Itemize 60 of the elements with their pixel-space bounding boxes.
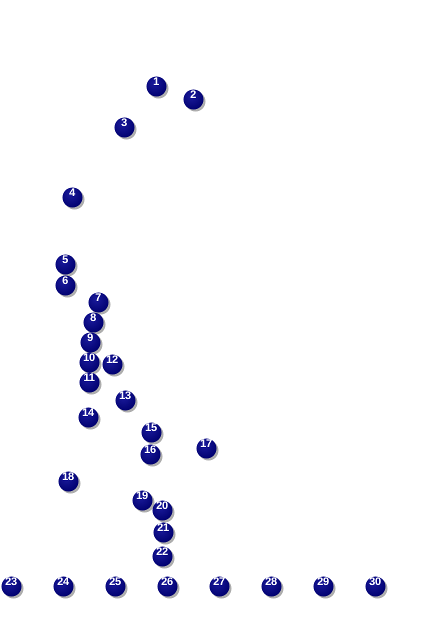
circle-number: 13 (119, 390, 131, 402)
circle-number: 7 (95, 292, 101, 304)
numbered-circle (140, 422, 164, 444)
numbered-circle (152, 546, 174, 568)
numbered-circle (114, 390, 138, 412)
circle-number: 20 (156, 500, 168, 512)
numbered-circle (146, 76, 168, 98)
circle-number: 28 (265, 576, 277, 588)
circle-number: 23 (5, 576, 17, 588)
circle-number: 3 (121, 116, 127, 128)
circle-number: 30 (369, 576, 381, 588)
numbered-circle (156, 576, 180, 598)
numbered-circle (260, 576, 284, 598)
numbered-circle (78, 372, 102, 394)
numbered-circle (152, 522, 176, 544)
numbered-circle (0, 576, 24, 598)
circle-number: 26 (161, 576, 173, 588)
numbered-circle (78, 406, 100, 430)
circle-number: 22 (156, 546, 168, 558)
numbered-circle (78, 352, 102, 374)
circle-number: 15 (145, 422, 157, 434)
numbered-circle (88, 292, 110, 314)
numbered-circle (182, 88, 206, 112)
circle-number: 14 (82, 406, 94, 418)
numbered-circle (132, 490, 154, 512)
circle-number: 9 (87, 332, 93, 344)
circle-number: 1 (153, 76, 159, 88)
numbered-circle (54, 254, 78, 276)
numbered-circle (152, 500, 174, 522)
circle-number: 17 (200, 438, 212, 450)
circle-number: 16 (144, 444, 156, 456)
numbered-circle (114, 116, 136, 140)
numbered-circle (82, 312, 106, 334)
numbered-circle (140, 444, 162, 466)
circle-number: 11 (83, 372, 95, 384)
numbered-circle (102, 354, 124, 376)
numbered-circle (364, 576, 388, 598)
circle-number: 24 (57, 576, 69, 588)
numbered-circle (54, 274, 78, 298)
numbered-circle (196, 438, 218, 460)
numbered-circle (208, 576, 232, 598)
circle-number: 2 (190, 88, 196, 100)
circle-number: 4 (69, 186, 75, 198)
numbered-circle (312, 576, 336, 598)
numbered-circle (104, 576, 128, 598)
circle-number: 21 (157, 522, 169, 534)
numbered-circle (58, 470, 80, 494)
numbered-circle (80, 332, 102, 354)
circle-number: 10 (83, 352, 95, 364)
circle-number: 25 (109, 576, 121, 588)
circle-number: 29 (317, 576, 329, 588)
circle-number: 27 (213, 576, 225, 588)
circle-number: 19 (136, 490, 148, 502)
numbered-circle (52, 576, 76, 598)
circle-number: 12 (106, 354, 118, 366)
numbered-circle (62, 186, 84, 210)
circle-number: 6 (62, 274, 68, 286)
circle-number: 5 (62, 254, 68, 266)
circle-number: 8 (90, 312, 96, 324)
circle-number: 18 (62, 470, 74, 482)
